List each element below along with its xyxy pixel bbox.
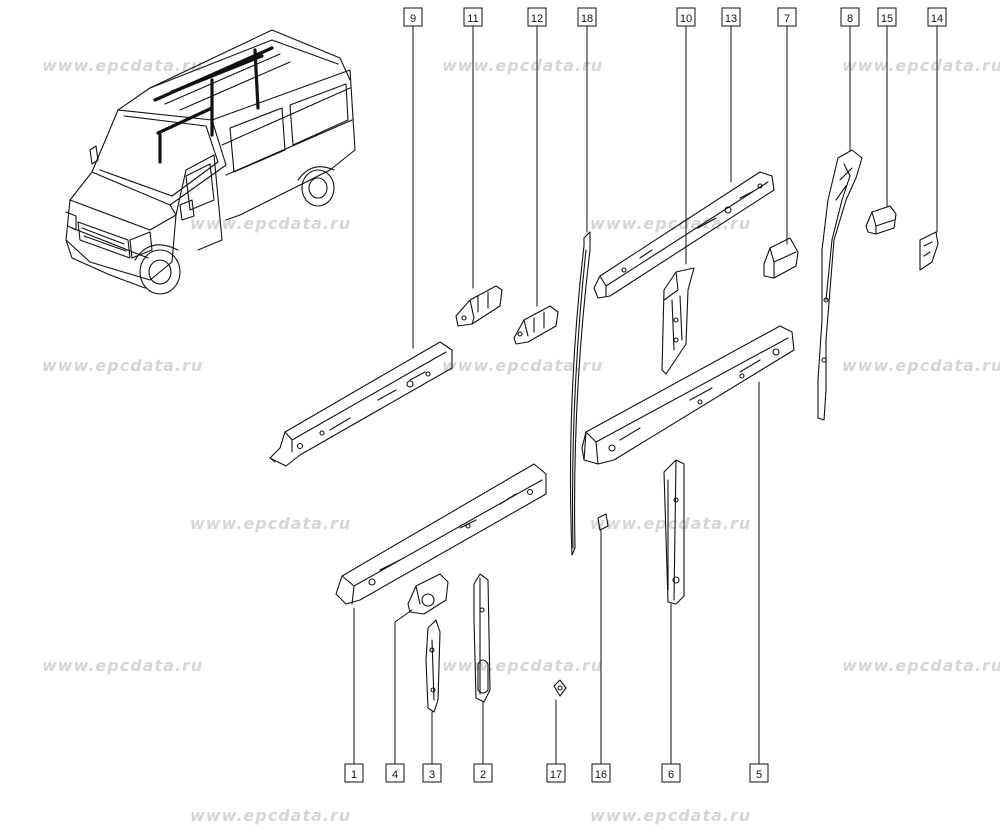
watermark: www.epcdata.ru [42, 56, 204, 75]
part-7-bracket [763, 237, 799, 279]
part-10-pillar [661, 267, 695, 375]
van-illustration [65, 29, 356, 295]
part-18-pillar-strip [569, 231, 591, 556]
callout-label: 11 [467, 13, 478, 25]
watermark: www.epcdata.ru [590, 514, 752, 533]
callout-label: 18 [581, 13, 593, 25]
watermark: www.epcdata.ru [42, 356, 204, 375]
callout-label: 1 [351, 769, 357, 781]
watermark: www.epcdata.ru [842, 56, 1000, 75]
callout-5: 5 [749, 763, 769, 783]
watermark: www.epcdata.ru [190, 514, 352, 533]
watermark: www.epcdata.ru [442, 56, 604, 75]
part-9-roof-side-rail [269, 341, 453, 467]
callout-label: 7 [784, 13, 790, 25]
part-12-bracket [513, 305, 559, 345]
part-15-bracket [865, 205, 897, 235]
callout-16: 16 [591, 763, 611, 783]
callout-17: 17 [546, 763, 566, 783]
callout-7: 7 [777, 7, 797, 27]
callout-label: 2 [480, 769, 486, 781]
part-4-bracket [407, 573, 449, 615]
part-16-clip [597, 513, 609, 531]
callout-label: 8 [847, 13, 853, 25]
callout-9: 9 [403, 7, 423, 27]
callout-label: 9 [410, 13, 416, 25]
part-14-plate [919, 231, 939, 271]
callout-3: 3 [422, 763, 442, 783]
part-5-sill [581, 325, 795, 465]
callout-8: 8 [840, 7, 860, 27]
callout-label: 3 [429, 769, 435, 781]
callout-12: 12 [527, 7, 547, 27]
callout-label: 17 [550, 769, 562, 781]
part-11-bracket [455, 285, 503, 327]
callout-label: 12 [531, 13, 543, 25]
leader-lines [353, 25, 938, 765]
callout-label: 13 [725, 13, 737, 25]
callout-18: 18 [577, 7, 597, 27]
part-13-side-rail [593, 171, 775, 299]
callout-label: 10 [680, 13, 692, 25]
part-17-clip [553, 679, 567, 697]
callout-15: 15 [877, 7, 897, 27]
callout-4: 4 [385, 763, 405, 783]
part-6-vertical-member [663, 459, 685, 605]
callout-label: 5 [756, 769, 762, 781]
callout-boxes: 9 11 12 18 10 13 7 8 15 14 1 4 3 2 17 16… [344, 7, 947, 783]
part-1-sill [335, 463, 547, 605]
watermark: www.epcdata.ru [442, 656, 604, 675]
part-2-vertical-member [473, 573, 491, 703]
callout-14: 14 [927, 7, 947, 27]
part-8-rear-pillar [817, 149, 863, 421]
part-3-bracket [425, 619, 441, 713]
callout-label: 15 [881, 13, 893, 25]
watermark: www.epcdata.ru [42, 656, 204, 675]
callout-label: 4 [392, 769, 398, 781]
watermark: www.epcdata.ru [842, 356, 1000, 375]
callout-10: 10 [676, 7, 696, 27]
callout-6: 6 [661, 763, 681, 783]
callout-11: 11 [463, 7, 483, 27]
callout-2: 2 [473, 763, 493, 783]
watermark: www.epcdata.ru [442, 356, 604, 375]
callout-13: 13 [721, 7, 741, 27]
callout-label: 16 [595, 769, 607, 781]
callout-1: 1 [344, 763, 364, 783]
callout-label: 14 [931, 13, 943, 25]
watermark: www.epcdata.ru [842, 656, 1000, 675]
callout-label: 6 [668, 769, 674, 781]
